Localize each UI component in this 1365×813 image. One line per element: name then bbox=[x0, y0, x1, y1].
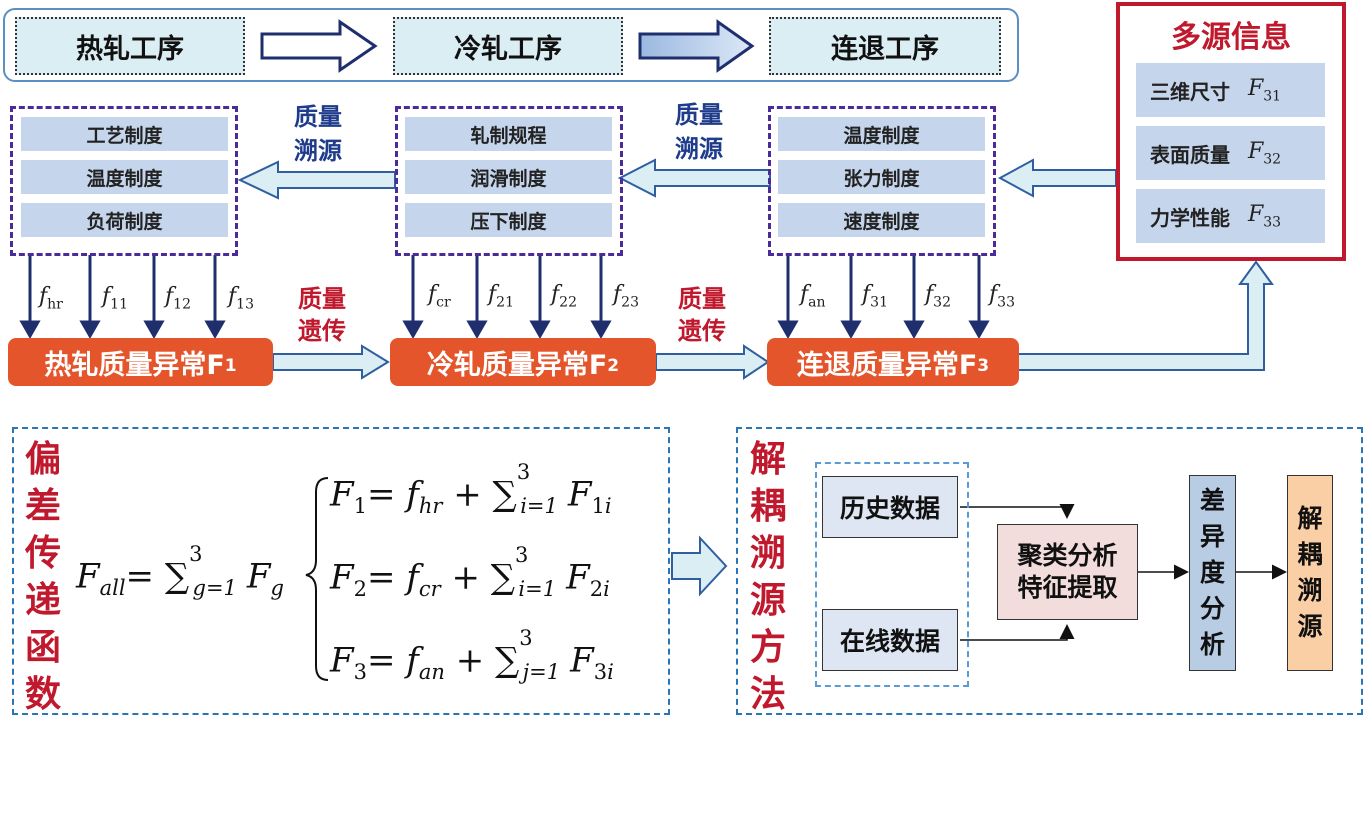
deviation-title: 偏差传 递函数 bbox=[24, 439, 61, 715]
method-title: 解耦溯 源方法 bbox=[749, 439, 786, 715]
method-panel bbox=[736, 427, 1363, 715]
trace-label-1: 质量溯源 bbox=[294, 103, 342, 165]
hot-rolling-params bbox=[10, 106, 238, 256]
process-cold-rolling: 冷轧工序 bbox=[393, 17, 623, 75]
inherit-label-2: 质量遗传 bbox=[678, 285, 726, 345]
param-box: 温度制度 bbox=[778, 117, 985, 151]
param-box: 压下制度 bbox=[405, 203, 612, 237]
factor-label: f32 bbox=[925, 282, 951, 311]
multisource-title: 多源信息 bbox=[1171, 20, 1291, 55]
param-box: 轧制规程 bbox=[405, 117, 612, 151]
inherit-label-1: 质量遗传 bbox=[298, 285, 346, 345]
deviation-panel bbox=[12, 427, 670, 715]
cold-rolling-params bbox=[395, 106, 623, 256]
data-sources-group bbox=[815, 462, 969, 687]
factor-label: fan bbox=[800, 282, 826, 311]
factor-label: f12 bbox=[165, 284, 191, 313]
annealing-params bbox=[768, 106, 996, 256]
param-box: 工艺制度 bbox=[21, 117, 228, 151]
factor-label: fcr bbox=[428, 282, 451, 311]
param-box: 速度制度 bbox=[778, 203, 985, 237]
factor-label: f21 bbox=[488, 282, 514, 311]
process-annealing: 连退工序 bbox=[769, 17, 1001, 75]
factor-label: f22 bbox=[551, 282, 577, 311]
factor-label: f13 bbox=[228, 284, 254, 313]
process-hot-rolling: 热轧工序 bbox=[15, 17, 245, 75]
panel-arrow bbox=[671, 535, 728, 597]
param-box: 张力制度 bbox=[778, 160, 985, 194]
factor-label: f31 bbox=[862, 282, 888, 311]
param-box: 温度制度 bbox=[21, 160, 228, 194]
trace-arrow-3 bbox=[997, 158, 1117, 198]
param-box: 润滑制度 bbox=[405, 160, 612, 194]
difference-analysis-box: 差异度 分析 bbox=[1189, 475, 1236, 671]
factor-label: f33 bbox=[989, 282, 1015, 311]
param-box: 负荷制度 bbox=[21, 203, 228, 237]
online-data-box: 在线数据 bbox=[822, 609, 958, 671]
decouple-trace-box: 解耦 溯源 bbox=[1287, 475, 1333, 671]
history-data-box: 历史数据 bbox=[822, 476, 958, 538]
inherit-arrow-1 bbox=[272, 344, 390, 380]
inherit-arrow-2 bbox=[655, 344, 770, 380]
trace-label-2: 质量溯源 bbox=[675, 101, 723, 163]
factor-label: f11 bbox=[102, 284, 128, 313]
feedback-arrow bbox=[1017, 260, 1274, 371]
factor-label: f23 bbox=[613, 282, 639, 311]
cluster-analysis-box: 聚类分析特征提取 bbox=[997, 524, 1138, 620]
factor-label: fhr bbox=[39, 284, 63, 313]
